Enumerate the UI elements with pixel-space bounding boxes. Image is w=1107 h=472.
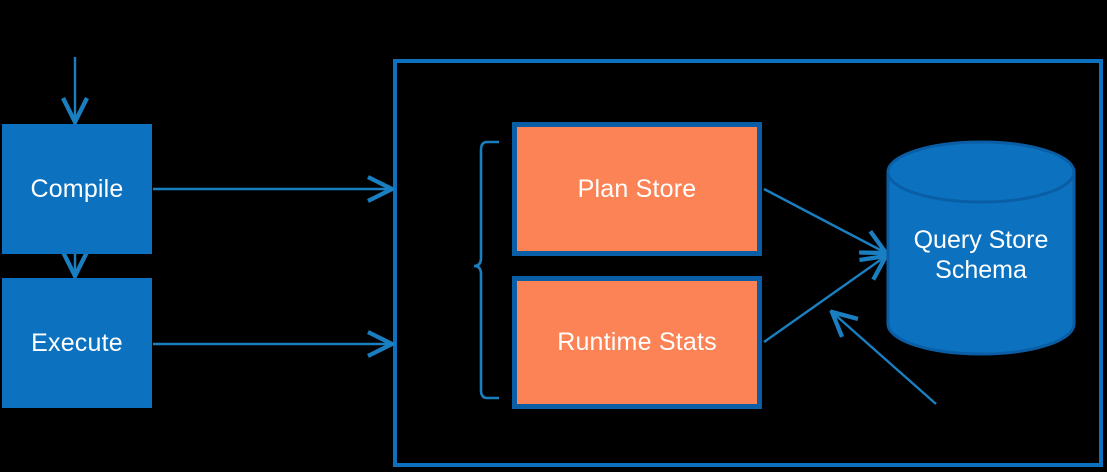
query-store-brace-icon: [473, 140, 499, 400]
connector-external-to-schema-icon: [832, 312, 937, 405]
node-execute[interactable]: Execute: [2, 278, 152, 408]
node-execute-label: Execute: [31, 328, 123, 357]
node-compile-label: Compile: [30, 174, 124, 203]
node-plan-store[interactable]: Plan Store: [512, 122, 762, 256]
node-plan-store-label: Plan Store: [577, 174, 697, 203]
node-runtime-stats-label: Runtime Stats: [557, 328, 717, 357]
node-runtime-stats[interactable]: Runtime Stats: [512, 276, 762, 409]
query-store-schema-cylinder-icon: [886, 140, 1076, 356]
connector-runtime-stats-to-schema-icon: [763, 256, 886, 343]
node-compile[interactable]: Compile: [2, 124, 152, 254]
query-store-container-outline: [393, 59, 1103, 467]
connector-plan-store-to-schema-icon: [763, 187, 886, 253]
